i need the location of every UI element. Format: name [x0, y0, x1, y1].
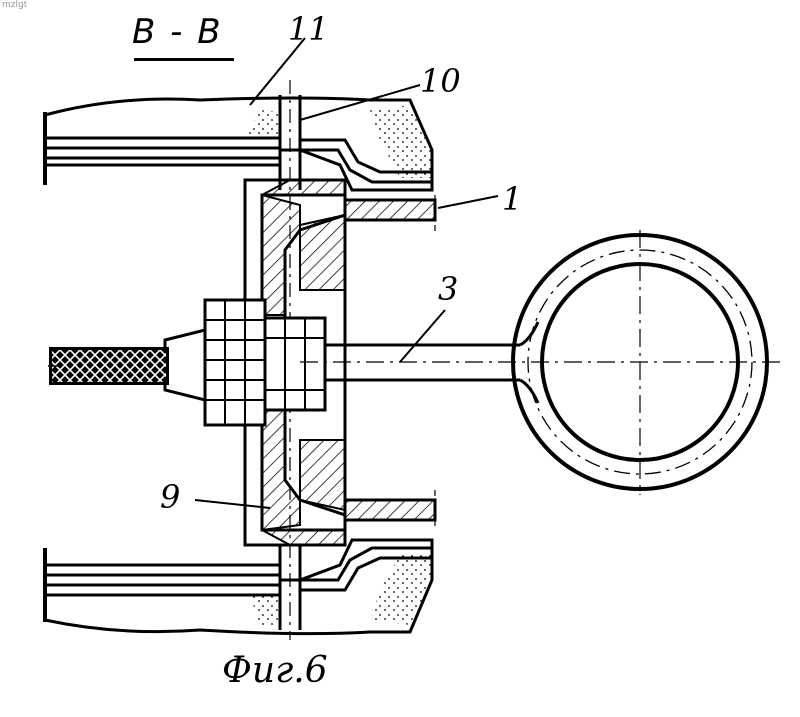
label-3: 3	[438, 270, 458, 308]
label-1: 1	[502, 180, 522, 218]
figure-caption: Фиг.6	[222, 650, 328, 691]
label-9: 9	[160, 478, 180, 516]
lower-wall	[45, 540, 432, 634]
upper-wall	[45, 98, 432, 190]
braided-cable	[48, 348, 168, 384]
shaft-and-ring	[300, 230, 780, 495]
label-11: 11	[288, 10, 329, 48]
label-10: 10	[420, 62, 461, 100]
